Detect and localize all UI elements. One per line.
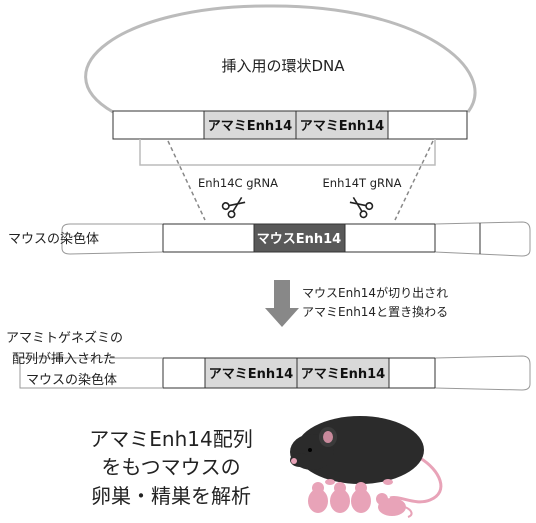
guide-line-left — [167, 140, 206, 221]
grna-right-label: Enh14T gRNA — [323, 176, 402, 190]
plasmid-title: 挿入用の環状DNA — [221, 57, 345, 75]
guide-line-right — [394, 140, 434, 221]
pup-icon-3 — [351, 482, 371, 513]
result-label-line3: マウスの染色体 — [26, 372, 117, 388]
plasmid-enh-box-left — [203, 110, 297, 140]
result-enh-label-right: アマミEnh14 — [301, 367, 385, 382]
plasmid-loop — [84, 4, 477, 114]
plasmid-enh-box-right — [295, 110, 389, 140]
grna-left-label: Enh14C gRNA — [198, 176, 278, 190]
plasmid-bracket — [139, 139, 436, 166]
mouse-chromosome-label: マウスの染色体 — [8, 231, 99, 247]
mouse-chromosome — [61, 221, 531, 257]
result-enh-label-left: アマミEnh14 — [209, 367, 293, 382]
scissors-right-icon — [349, 196, 374, 219]
conclusion-line1: アマミEnh14配列 — [89, 427, 252, 451]
result-label-line1: アマミトゲネズミの — [6, 330, 123, 346]
pup-icon-1 — [308, 482, 328, 513]
mouse-enh-label: マウスEnh14 — [257, 232, 341, 247]
result-enh-box-right — [296, 357, 390, 389]
process-text-line1: マウスEnh14が切り出され — [302, 285, 448, 300]
mouse-enh-box — [253, 223, 346, 253]
pup-icon-2 — [330, 482, 350, 513]
conclusion-line3: 卵巣・精巣を解析 — [91, 484, 251, 508]
mouse-illustration — [290, 416, 443, 504]
result-chromosome — [19, 355, 531, 391]
down-arrow-icon — [265, 280, 299, 327]
conclusion-line2: をもつマウスの — [101, 455, 240, 479]
pup-icon-4 — [376, 493, 413, 518]
plasmid-enh-label-right: アマミEnh14 — [300, 119, 384, 134]
process-text-line2: アマミEnh14と置き換わる — [302, 305, 448, 319]
result-label-line2: 配列が挿入された — [12, 352, 116, 367]
scissors-left-icon — [221, 196, 246, 219]
plasmid-enh-label-left: アマミEnh14 — [208, 119, 292, 134]
